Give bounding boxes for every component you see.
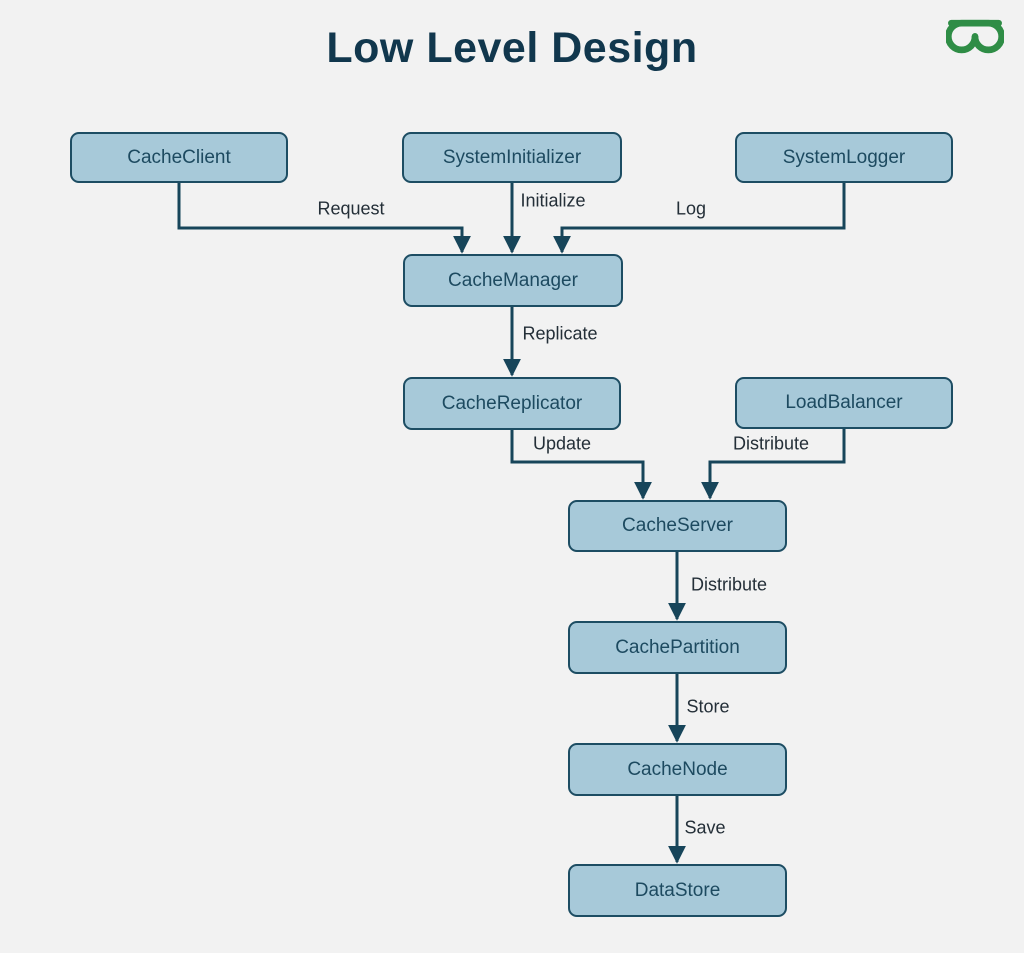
- node-cache-manager: CacheManager: [403, 254, 623, 307]
- edge-label-log: Log: [675, 198, 707, 219]
- edge-label-update: Update: [532, 433, 592, 454]
- edge-label-store: Store: [686, 696, 730, 717]
- edge-label-save: Save: [684, 817, 726, 838]
- edge-label-distribute: Distribute: [690, 574, 768, 595]
- node-system-initializer: SystemInitializer: [402, 132, 622, 183]
- node-cache-server: CacheServer: [568, 500, 787, 552]
- node-cache-node: CacheNode: [568, 743, 787, 796]
- logo-right-g: [948, 19, 1004, 54]
- node-cache-partition: CachePartition: [568, 621, 787, 674]
- node-data-store: DataStore: [568, 864, 787, 917]
- edge-label-initialize: Initialize: [520, 190, 586, 211]
- node-load-balancer: LoadBalancer: [735, 377, 953, 429]
- edge-label-distribute: Distribute: [732, 433, 810, 454]
- node-cache-replicator: CacheReplicator: [403, 377, 621, 430]
- edge-label-replicate: Replicate: [522, 323, 598, 344]
- node-system-logger: SystemLogger: [735, 132, 953, 183]
- edge-label-request: Request: [317, 198, 385, 219]
- node-cache-client: CacheClient: [70, 132, 288, 183]
- page-title: Low Level Design: [326, 24, 698, 72]
- geeksforgeeks-logo: [946, 19, 1004, 54]
